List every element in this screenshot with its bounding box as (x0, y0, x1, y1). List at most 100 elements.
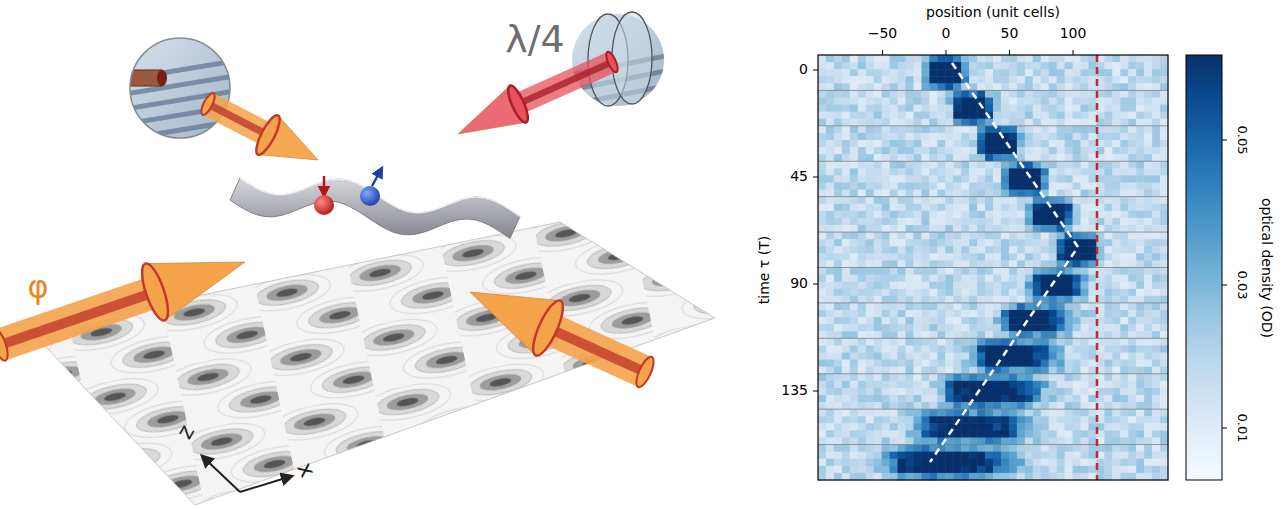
heatmap-cell (1025, 211, 1033, 219)
heatmap-cell (850, 83, 858, 91)
heatmap-cell (977, 90, 985, 98)
heatmap-cell (993, 232, 1001, 240)
heatmap-cell (1001, 119, 1009, 127)
heatmap-cell (1081, 324, 1089, 332)
heatmap-cell (874, 83, 882, 91)
heatmap-cell (906, 133, 914, 141)
heatmap-cell (1120, 317, 1128, 325)
heatmap-cell (906, 275, 914, 283)
heatmap-cell (1152, 69, 1160, 77)
heatmap-cell (1081, 225, 1089, 233)
heatmap-cell (1001, 90, 1009, 98)
heatmap-cell (874, 55, 882, 63)
heatmap-cell (1104, 360, 1112, 368)
heatmap-cell (826, 62, 834, 70)
heatmap-cell (993, 338, 1001, 346)
heatmap-cell (969, 168, 977, 176)
heatmap-cell (898, 331, 906, 339)
heatmap-cell (1120, 168, 1128, 176)
heatmap-cell (1112, 175, 1120, 183)
heatmap-cell (898, 324, 906, 332)
heatmap-cell (1009, 225, 1017, 233)
heatmap-cell (850, 197, 858, 205)
heatmap-cell (1104, 183, 1112, 191)
heatmap-cell (882, 338, 890, 346)
heatmap-cell (953, 260, 961, 268)
heatmap-cell (945, 211, 953, 219)
heatmap-cell (850, 360, 858, 368)
heatmap-cell (826, 310, 834, 318)
heatmap-cell (929, 119, 937, 127)
heatmap-cell (969, 98, 977, 106)
heatmap-cell (1049, 55, 1057, 63)
heatmap-cell (1081, 126, 1089, 134)
heatmap-cell (1001, 55, 1009, 63)
heatmap-cell (937, 105, 945, 113)
heatmap-cell (937, 268, 945, 276)
heatmap-cell (1033, 69, 1041, 77)
heatmap-cell (866, 232, 874, 240)
heatmap-cell (1041, 140, 1049, 148)
heatmap-cell (1001, 218, 1009, 226)
heatmap-cell (961, 303, 969, 311)
heatmap-cell (921, 175, 929, 183)
heatmap-cell (1009, 282, 1017, 290)
heatmap-cell (1160, 190, 1168, 198)
heatmap-cell (1017, 296, 1025, 304)
heatmap-cell (818, 260, 826, 268)
heatmap-cell (1065, 268, 1073, 276)
heatmap-cell (1073, 154, 1081, 162)
heatmap-cell (858, 282, 866, 290)
heatmap-cell (898, 353, 906, 361)
heatmap-cell (834, 183, 842, 191)
heatmap-cell (1001, 62, 1009, 70)
heatmap-cell (961, 232, 969, 240)
heatmap-cell (1073, 161, 1081, 169)
heatmap-cell (1073, 140, 1081, 148)
heatmap-cell (985, 331, 993, 339)
heatmap-cell (1001, 317, 1009, 325)
heatmap-cell (1033, 331, 1041, 339)
heatmap-cell (993, 90, 1001, 98)
heatmap-cell (985, 197, 993, 205)
heatmap-cell (898, 260, 906, 268)
heatmap-cell (850, 190, 858, 198)
heatmap-cell (1001, 232, 1009, 240)
heatmap-cell (1041, 345, 1049, 353)
heatmap-cell (858, 119, 866, 127)
heatmap-cell (1073, 90, 1081, 98)
heatmap-cell (1120, 289, 1128, 297)
heatmap-cell (818, 225, 826, 233)
heatmap-cell (977, 76, 985, 84)
heatmap-cell (882, 253, 890, 261)
heatmap-cell (969, 296, 977, 304)
heatmap-cell (937, 211, 945, 219)
heatmap-cell (1001, 211, 1009, 219)
heatmap-cell (898, 282, 906, 290)
heatmap-cell (1088, 317, 1096, 325)
heatmap-cell (913, 190, 921, 198)
heatmap-cell (842, 310, 850, 318)
heatmap-cell (906, 183, 914, 191)
heatmap-cell (1073, 260, 1081, 268)
heatmap-cell (1081, 331, 1089, 339)
heatmap-cell (953, 175, 961, 183)
heatmap-cell (985, 303, 993, 311)
heatmap-cell (842, 204, 850, 212)
heatmap-cell (985, 154, 993, 162)
heatmap-cell (826, 126, 834, 134)
heatmap-cell (866, 360, 874, 368)
heatmap-cell (1152, 112, 1160, 120)
heatmap-cell (945, 360, 953, 368)
heatmap-cell (1136, 275, 1144, 283)
heatmap-cell (890, 98, 898, 106)
heatmap-cell (969, 204, 977, 212)
heatmap-cell (1136, 296, 1144, 304)
heatmap-cell (913, 353, 921, 361)
heatmap-cell (1120, 105, 1128, 113)
heatmap-cell (1009, 204, 1017, 212)
heatmap-cell (818, 303, 826, 311)
heatmap-cell (961, 197, 969, 205)
heatmap-cell (1088, 211, 1096, 219)
heatmap-cell (1001, 83, 1009, 91)
